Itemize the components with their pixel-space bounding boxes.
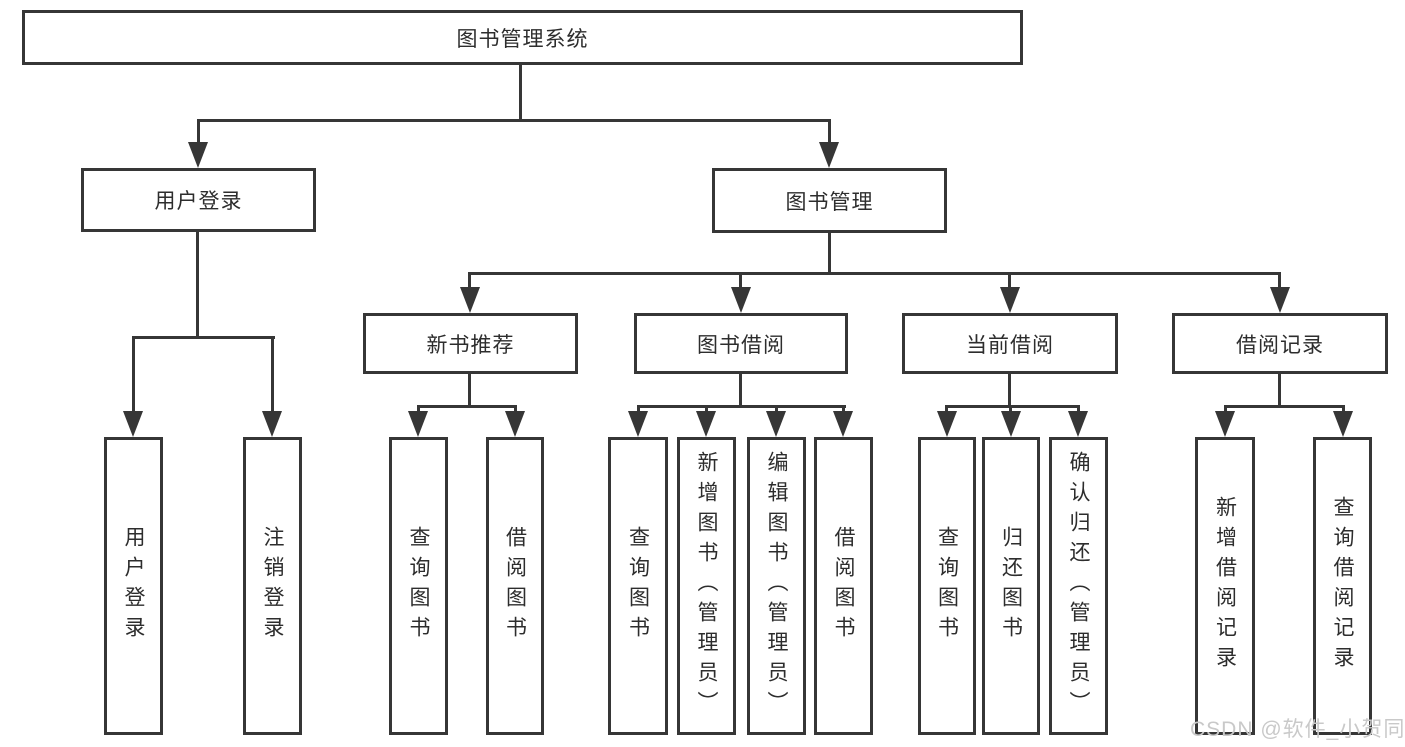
connector-line [739, 374, 742, 407]
leaf-add-borrow-record: 新增借阅记录 [1195, 437, 1255, 735]
leaf-confirm-return-admin: 确认归还（管理员） [1049, 437, 1108, 735]
connector-line [197, 119, 831, 122]
csdn-watermark: CSDN @软件_小贺同学 [1190, 718, 1405, 741]
arrowhead-icon [505, 411, 525, 437]
connector-line [519, 65, 522, 121]
arrowhead-icon [1000, 287, 1020, 313]
leaf-query-books-recommend: 查询图书 [389, 437, 448, 735]
connector-line [1278, 272, 1281, 292]
connector-line [945, 405, 1080, 408]
arrowhead-icon [262, 411, 282, 437]
arrowhead-icon [1270, 287, 1290, 313]
connector-line [1224, 405, 1345, 408]
node-label: 图书借阅 [697, 333, 785, 357]
root-node-library-system: 图书管理系统 [22, 10, 1023, 65]
connector-line [132, 336, 275, 339]
arrowhead-icon [766, 411, 786, 437]
leaf-user-login: 用户登录 [104, 437, 163, 735]
leaf-label: 用户登录 [122, 526, 145, 646]
leaf-label: 查询图书 [935, 526, 959, 646]
arrowhead-icon [731, 287, 751, 313]
connector-line [1278, 374, 1281, 407]
leaf-return-books: 归还图书 [982, 437, 1040, 735]
connector-line [1008, 272, 1011, 292]
node-borrow-record: 借阅记录 [1172, 313, 1388, 374]
node-label: 用户登录 [154, 190, 243, 213]
arrowhead-icon [123, 411, 143, 437]
arrowhead-icon [188, 142, 208, 168]
leaf-label: 查询图书 [407, 526, 430, 646]
arrowhead-icon [1068, 411, 1088, 437]
leaf-label: 编辑图书（管理员） [765, 451, 788, 721]
node-new-book-recommend: 新书推荐 [363, 313, 578, 374]
node-book-borrow: 图书借阅 [634, 313, 848, 374]
node-book-management: 图书管理 [712, 168, 947, 233]
leaf-label: 借阅图书 [832, 526, 855, 646]
connector-line [1008, 374, 1011, 407]
connector-line [468, 272, 471, 292]
leaf-label: 确认归还（管理员） [1067, 451, 1090, 721]
connector-line [637, 405, 846, 408]
node-current-borrow: 当前借阅 [902, 313, 1118, 374]
arrowhead-icon [696, 411, 716, 437]
connector-line [468, 374, 471, 407]
arrowhead-icon [628, 411, 648, 437]
leaf-query-books-current: 查询图书 [918, 437, 976, 735]
connector-line [196, 232, 199, 338]
connector-line [828, 119, 831, 147]
arrowhead-icon [1333, 411, 1353, 437]
connector-line [468, 272, 1281, 275]
leaf-query-borrow-record: 查询借阅记录 [1313, 437, 1372, 735]
arrowhead-icon [819, 142, 839, 168]
leaf-label: 新增借阅记录 [1213, 496, 1237, 676]
arrowhead-icon [1215, 411, 1235, 437]
arrowhead-icon [1001, 411, 1021, 437]
leaf-query-books-borrow: 查询图书 [608, 437, 668, 735]
leaf-label: 注销登录 [261, 526, 284, 646]
leaf-borrow-books-recommend: 借阅图书 [486, 437, 544, 735]
node-user-login: 用户登录 [81, 168, 316, 232]
node-label: 新书推荐 [426, 333, 515, 357]
node-label: 当前借阅 [966, 333, 1054, 357]
connector-line [132, 336, 135, 414]
arrowhead-icon [460, 287, 480, 313]
leaf-label: 归还图书 [999, 526, 1023, 646]
connector-line [197, 119, 200, 147]
leaf-borrow-books: 借阅图书 [814, 437, 873, 735]
node-label: 图书管理系统 [456, 27, 589, 51]
leaf-label: 借阅图书 [503, 526, 527, 646]
arrowhead-icon [408, 411, 428, 437]
leaf-edit-books-admin: 编辑图书（管理员） [747, 437, 806, 735]
connector-line [739, 272, 742, 292]
leaf-logout: 注销登录 [243, 437, 302, 735]
connector-line [828, 233, 831, 275]
connector-line [271, 336, 274, 414]
leaf-label: 新增图书（管理员） [695, 451, 718, 721]
arrowhead-icon [937, 411, 957, 437]
connector-line [417, 405, 517, 408]
leaf-label: 查询借阅记录 [1331, 496, 1354, 676]
arrowhead-icon [833, 411, 853, 437]
leaf-label: 查询图书 [626, 526, 650, 646]
leaf-add-books-admin: 新增图书（管理员） [677, 437, 736, 735]
node-label: 借阅记录 [1236, 333, 1324, 357]
node-label: 图书管理 [785, 190, 874, 214]
